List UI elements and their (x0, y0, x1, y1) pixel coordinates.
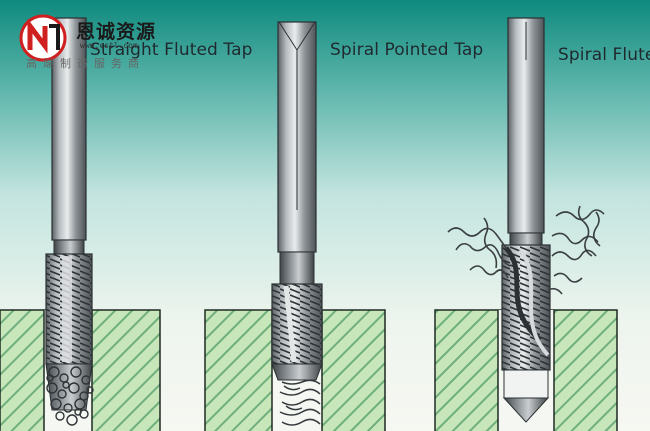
spiral-pointed-chips (279, 379, 321, 426)
watermark-tagline: 高端制造服务商 (26, 57, 145, 70)
watermark-logo-mark (19, 14, 67, 62)
spiral-flute-chips (447, 205, 605, 295)
spiral-fluted-tap (501, 17, 551, 423)
watermark: 恩诚资源 www.cstl.com 高端制造服务商 (14, 14, 174, 76)
straight-fluted-tap-label: Straight Fluted Tap (90, 40, 253, 60)
spiral-pointed-tap-label: Spiral Pointed Tap (330, 40, 484, 60)
watermark-brand: 恩诚资源 (76, 21, 157, 43)
straight-tap-chips (46, 366, 94, 426)
straight-fluted-tap (45, 17, 93, 411)
spiral-fluted-tap-label: Spiral Flute (558, 45, 650, 65)
watermark-url: www.cstl.com (80, 41, 138, 50)
spiral-pointed-tap (271, 21, 323, 381)
